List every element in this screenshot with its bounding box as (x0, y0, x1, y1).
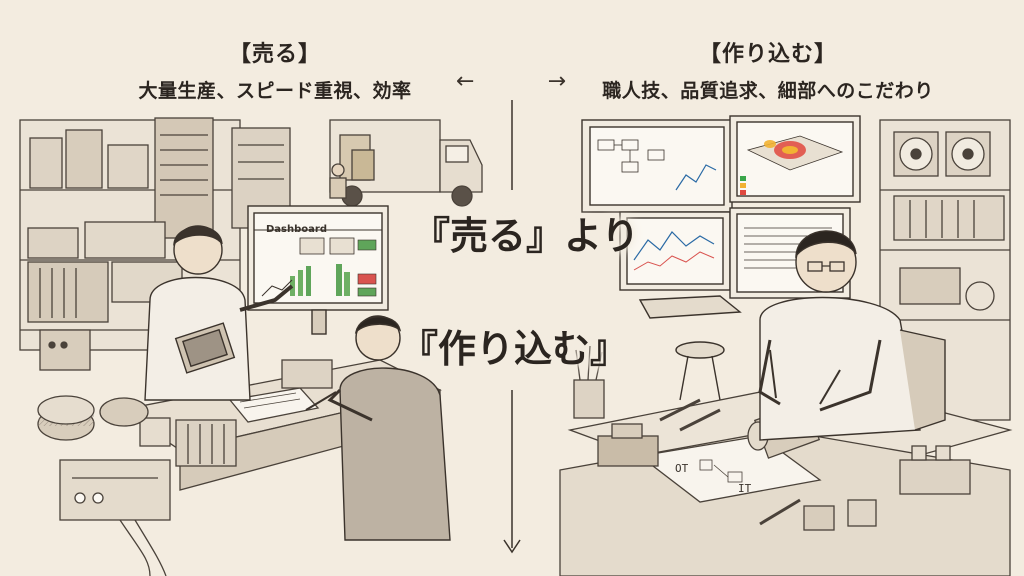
delivery-truck (329, 119, 483, 207)
main-title-line1: 『売る』より (412, 214, 640, 258)
left-subtitle: 大量生産、スピード重視、効率 (138, 80, 412, 102)
left-title: 【売る】 (228, 42, 321, 67)
blueprint-it-label: IT (738, 482, 752, 495)
left-heading: 【売る】 大量生産、スピード重視、効率 (110, 36, 440, 103)
right-monitors (581, 115, 861, 401)
right-subtitle: 職人技、品質追求、細部へのこだわり (602, 80, 934, 102)
dashboard-monitor (247, 205, 389, 335)
right-title: 【作り込む】 (698, 42, 837, 67)
main-title-line2: 『作り込む』 (400, 327, 629, 371)
center-divider (503, 100, 521, 554)
customer-signing (305, 315, 451, 541)
dashboard-label: Dashboard (266, 224, 327, 235)
right-shelves (879, 119, 1011, 421)
bidirectional-arrows: ← → (456, 66, 566, 96)
craftsman (758, 230, 946, 441)
blueprint-ot-label: OT (675, 462, 689, 475)
arrow-right-icon: → (547, 68, 566, 94)
right-heading: 【作り込む】 職人技、品質追求、細部へのこだわり (568, 36, 968, 103)
arrow-left-icon: ← (456, 68, 475, 94)
salesperson-with-tablet (144, 225, 294, 401)
